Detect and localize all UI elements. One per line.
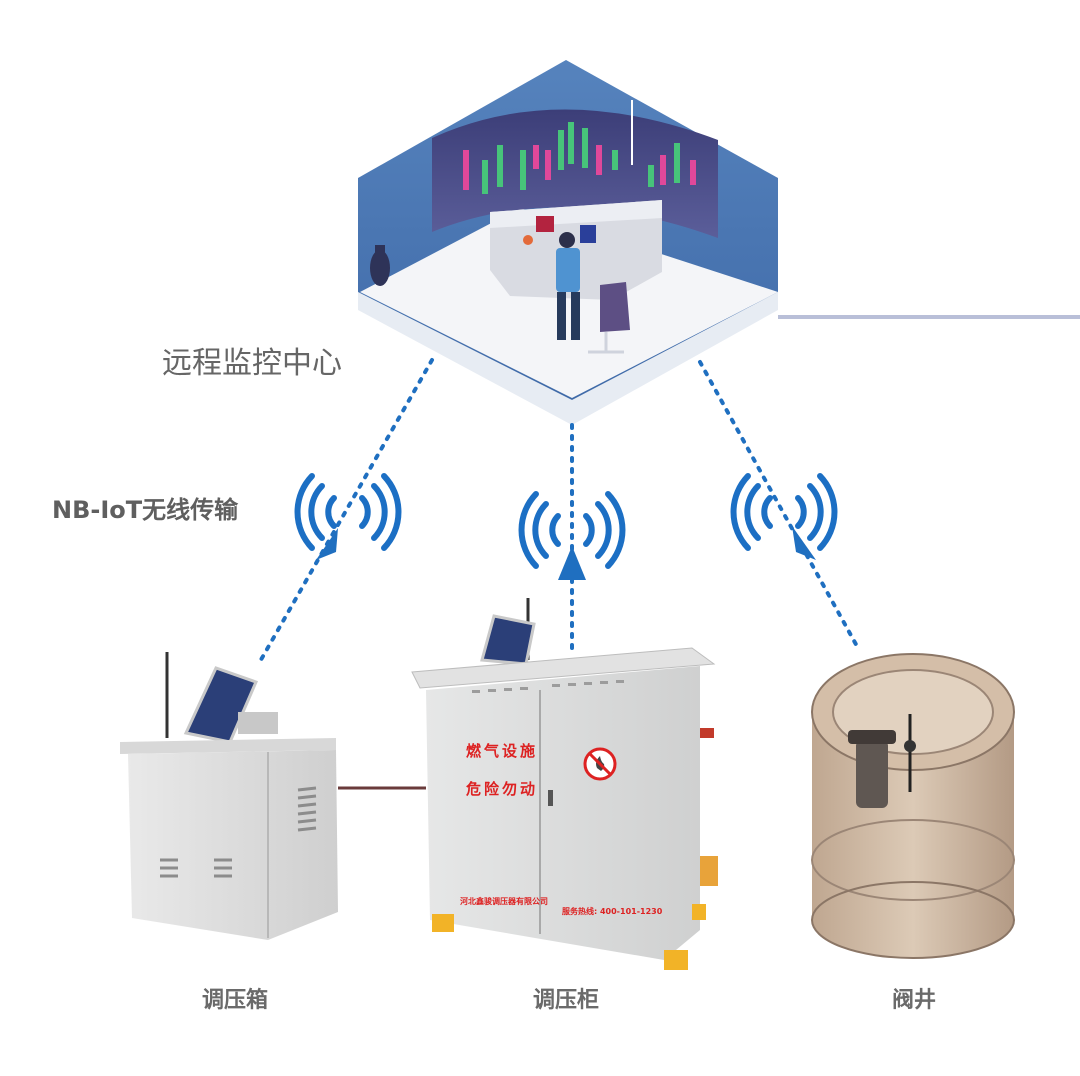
solar-panel: [480, 614, 536, 666]
transmission-links: [256, 358, 860, 667]
operator-figure: [556, 232, 580, 340]
room-floor: [360, 208, 778, 398]
console-top: [490, 200, 662, 228]
up-arrow-icon: [316, 528, 338, 560]
device-label-valve-well: 阀井: [891, 988, 936, 1013]
link-right: [698, 360, 860, 650]
monitoring-center-illustration: [358, 60, 778, 425]
wifi-signal-icon: [294, 473, 402, 551]
device-label-cabinet: 调压柜: [532, 988, 599, 1013]
chair: [588, 282, 630, 354]
valve-well-illustration: [811, 653, 1015, 959]
valve-body: [856, 740, 888, 808]
cabinet-warning-line1: 燃气设施: [466, 742, 538, 760]
cabinet-warning-line2: 危险勿动: [466, 780, 538, 798]
regulator-cabinet-illustration: 燃气设施 危险勿动 河北鑫骏调压器有限公司 服务热线: 400-101-1230: [411, 598, 718, 970]
up-arrow-icon: [792, 526, 816, 560]
link-left: [256, 358, 434, 667]
transmission-label: NB-IoT无线传输: [52, 496, 239, 524]
device-label-box: 调压箱: [201, 988, 268, 1013]
cabinet-hotline: 服务热线: 400-101-1230: [562, 906, 663, 916]
monitoring-center-label: 远程监控中心: [162, 346, 342, 381]
platform-base: [358, 292, 778, 425]
regulator-box-illustration: [120, 652, 338, 940]
up-arrow-icon: [558, 546, 586, 580]
wifi-signal-icon: [730, 473, 838, 551]
no-fire-icon: [583, 747, 617, 781]
screen-bars: [463, 100, 696, 194]
wifi-signal-icon: [518, 491, 626, 569]
cabinet-company-name: 河北鑫骏调压器有限公司: [460, 896, 548, 906]
vase: [370, 245, 390, 286]
solar-panel: [183, 666, 259, 744]
